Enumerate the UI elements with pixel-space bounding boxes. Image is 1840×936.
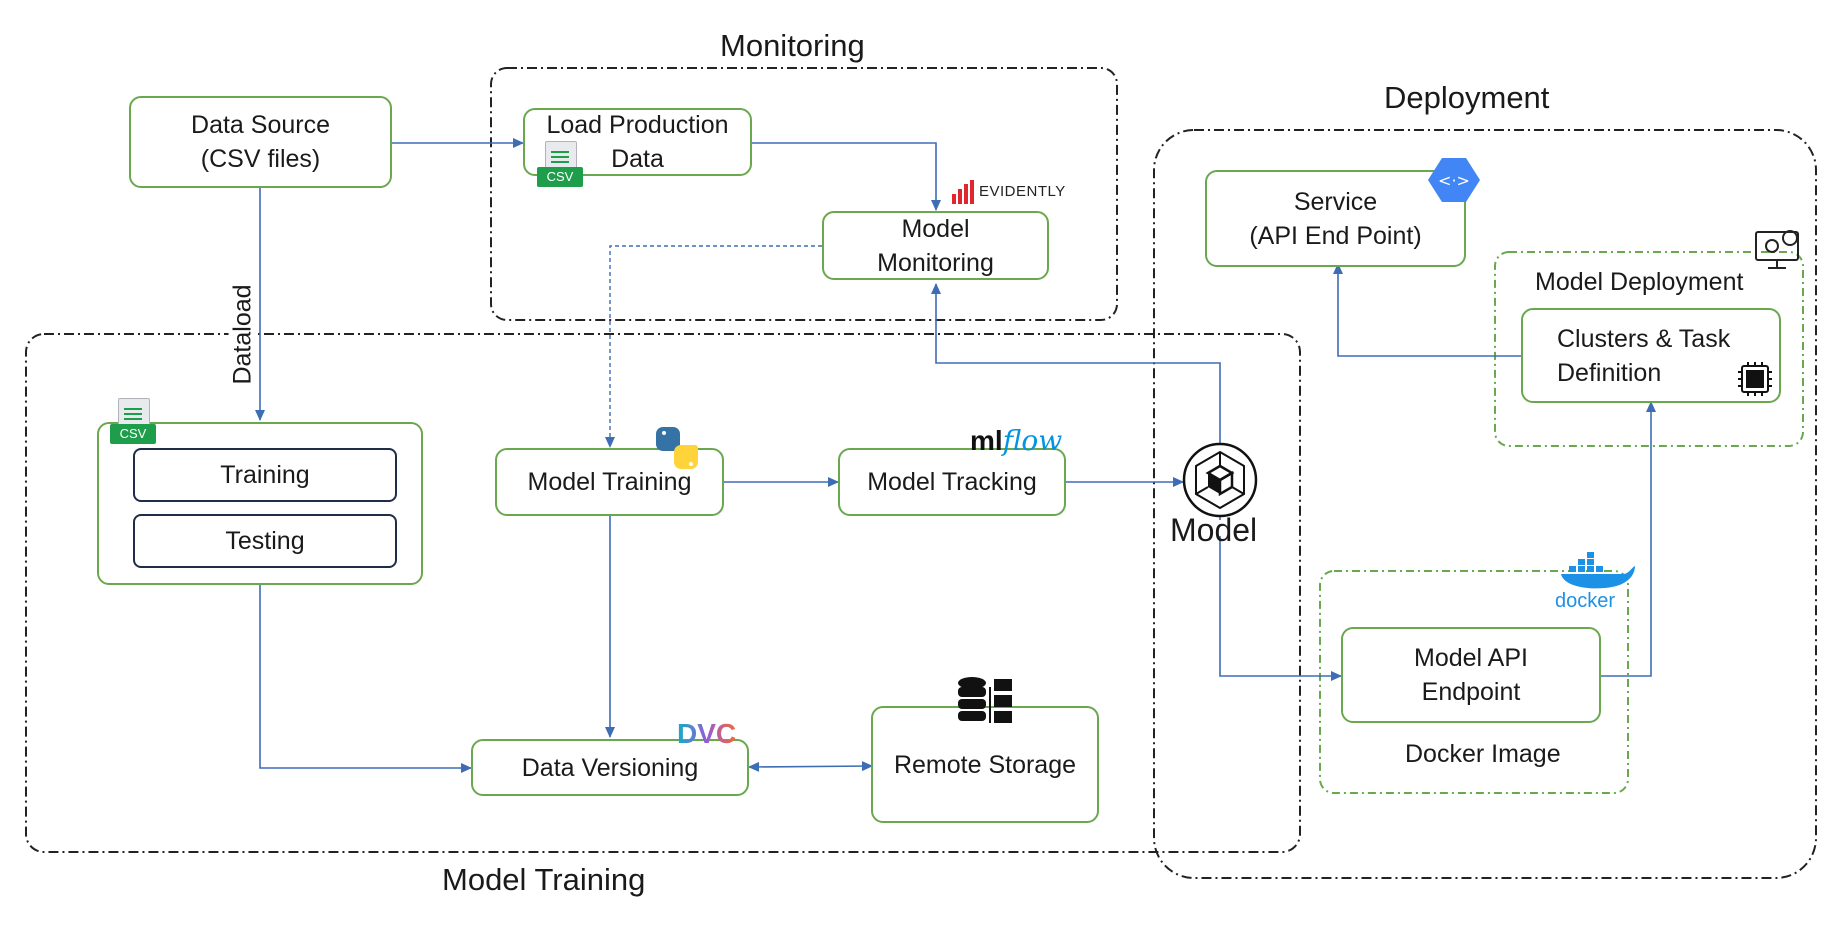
dvc-logo-icon: DVC xyxy=(677,718,737,752)
monitoring-title: Monitoring xyxy=(720,28,865,63)
csv-file-icon: CSV xyxy=(537,141,587,189)
edge-versioning-remote xyxy=(748,761,873,772)
clusters-node: Clusters & Task Definition xyxy=(1521,308,1781,403)
monitoring-region xyxy=(490,67,1118,321)
model-tracking-node: Model Tracking xyxy=(838,448,1066,516)
csv-badge: CSV xyxy=(537,167,583,187)
dvc-wordmark: DVC xyxy=(677,718,737,749)
docker-wordmark: docker xyxy=(1555,590,1616,612)
data-versioning-node: Data Versioning xyxy=(471,739,749,796)
edge-loadproduction-monitoring xyxy=(752,142,941,211)
model-deployment-region xyxy=(1494,251,1804,447)
model-cube-icon xyxy=(1182,442,1258,518)
model-deployment-label: Model Deployment xyxy=(1535,268,1744,296)
model-label: Model xyxy=(1170,512,1258,548)
svg-text:<·>: <·> xyxy=(1438,171,1470,190)
python-logo-icon xyxy=(654,425,702,473)
data-source-node: Data Source (CSV files) xyxy=(129,96,392,188)
docker-image-label: Docker Image xyxy=(1405,740,1561,768)
edge-monitoring-training xyxy=(605,245,822,448)
edge-splits-versioning xyxy=(259,585,472,773)
model-monitoring-node: Model Monitoring xyxy=(822,211,1049,280)
docker-logo-icon: docker xyxy=(1555,552,1635,612)
edge-clusters-service xyxy=(1333,263,1522,357)
model-training-title: Model Training xyxy=(442,862,646,897)
csv-file-icon: CSV xyxy=(110,398,160,446)
docker-image-region xyxy=(1319,570,1629,794)
edge-model-api xyxy=(1219,536,1342,681)
remote-storage-node: Remote Storage xyxy=(871,706,1099,823)
model-training-region xyxy=(25,333,1301,853)
edge-api-clusters xyxy=(1601,401,1656,677)
mlflow-logo-icon: mlflow xyxy=(970,424,1070,458)
model-api-node: Model API Endpoint xyxy=(1341,627,1601,723)
evidently-logo-icon: EVIDENTLY xyxy=(952,180,1072,206)
deployment-title: Deployment xyxy=(1384,80,1550,115)
evidently-wordmark: EVIDENTLY xyxy=(979,183,1066,200)
mlflow-flow-text: flow xyxy=(1002,424,1063,457)
edge-model-monitoring xyxy=(931,283,1221,520)
training-split: Training xyxy=(133,448,397,502)
deployment-region xyxy=(1153,129,1817,879)
service-node: Service (API End Point) xyxy=(1205,170,1466,267)
csv-badge: CSV xyxy=(110,424,156,444)
testing-split: Testing xyxy=(133,514,397,568)
mlflow-ml-text: ml xyxy=(970,425,1003,456)
